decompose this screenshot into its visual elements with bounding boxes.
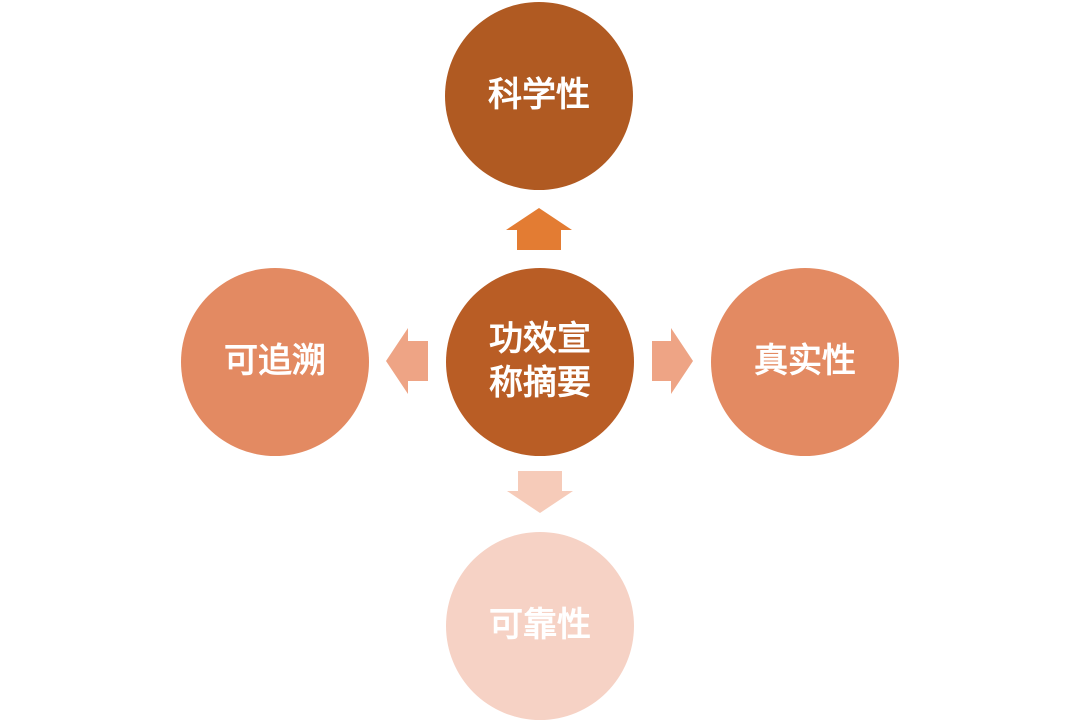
node-center-label: 功效宣 称摘要	[489, 319, 591, 403]
node-reliable: 可靠性	[446, 532, 634, 720]
node-center: 功效宣 称摘要	[446, 268, 634, 456]
arrow-left-icon	[386, 328, 428, 394]
node-reliable-label: 可靠性	[489, 605, 591, 646]
arrow-right-icon	[652, 328, 693, 394]
arrow-up-icon	[506, 208, 572, 250]
node-traceable-label: 可追溯	[224, 341, 326, 382]
node-scientific: 科学性	[445, 2, 633, 190]
node-scientific-label: 科学性	[488, 75, 590, 116]
arrow-down-icon	[507, 471, 573, 513]
node-authentic: 真实性	[711, 268, 899, 456]
node-authentic-label: 真实性	[754, 341, 856, 382]
node-traceable: 可追溯	[181, 268, 369, 456]
